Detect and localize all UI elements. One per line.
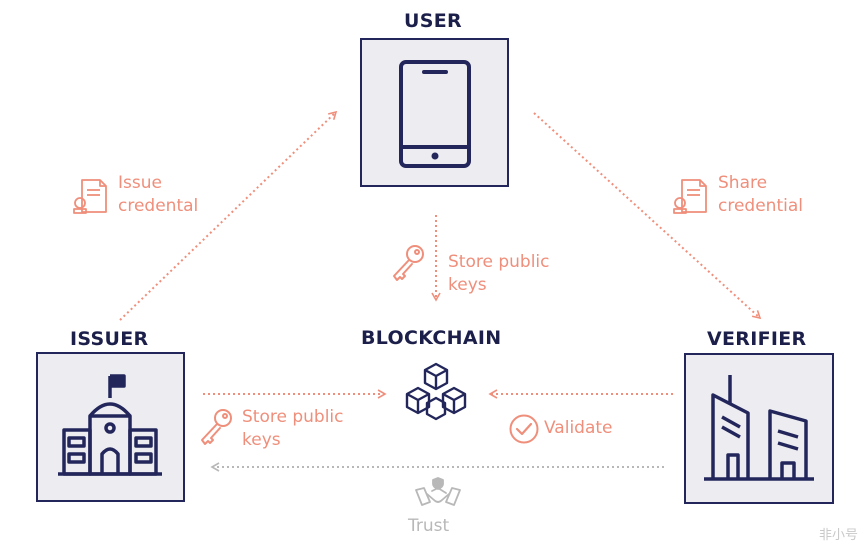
key-icon: [393, 245, 424, 281]
key-icon: [201, 409, 232, 445]
watermark: 非小号: [818, 528, 858, 543]
user-store-keys-line1: Store public: [448, 252, 550, 272]
blockchain-cubes-icon: [405, 362, 467, 421]
issue-credential-label: Issue credental: [118, 172, 198, 218]
trust-label: Trust: [408, 516, 450, 536]
verifier-box: [684, 353, 834, 504]
user-title: USER: [404, 10, 462, 32]
issuer-title: ISSUER: [70, 328, 149, 350]
tablet-icon: [399, 60, 471, 168]
share-credential-line2: credential: [718, 196, 803, 216]
issuer-store-keys-label: Store public keys: [242, 406, 344, 452]
issue-credential-line1: Issue: [118, 173, 162, 193]
certificate-icon: [73, 179, 107, 214]
office-buildings-icon: [704, 375, 814, 481]
issuer-box: [36, 352, 185, 502]
handshake-icon: [415, 477, 461, 506]
user-box: [360, 38, 509, 187]
issuer-store-keys-line2: keys: [242, 430, 281, 450]
issue-credential-line2: credental: [118, 196, 199, 216]
certificate-icon: [673, 179, 707, 214]
verifier-title: VERIFIER: [707, 328, 807, 350]
check-circle-icon: [509, 414, 539, 444]
share-credential-arrow: [533, 112, 762, 320]
user-store-keys-line2: keys: [448, 275, 487, 295]
validate-label: Validate: [544, 418, 613, 438]
user-store-keys-label: Store public keys: [448, 251, 550, 297]
school-building-icon: [58, 374, 162, 476]
share-credential-label: Share credential: [718, 172, 803, 218]
issuer-store-keys-line1: Store public: [242, 407, 344, 427]
share-credential-line1: Share: [718, 173, 768, 193]
blockchain-title: BLOCKCHAIN: [361, 327, 502, 349]
